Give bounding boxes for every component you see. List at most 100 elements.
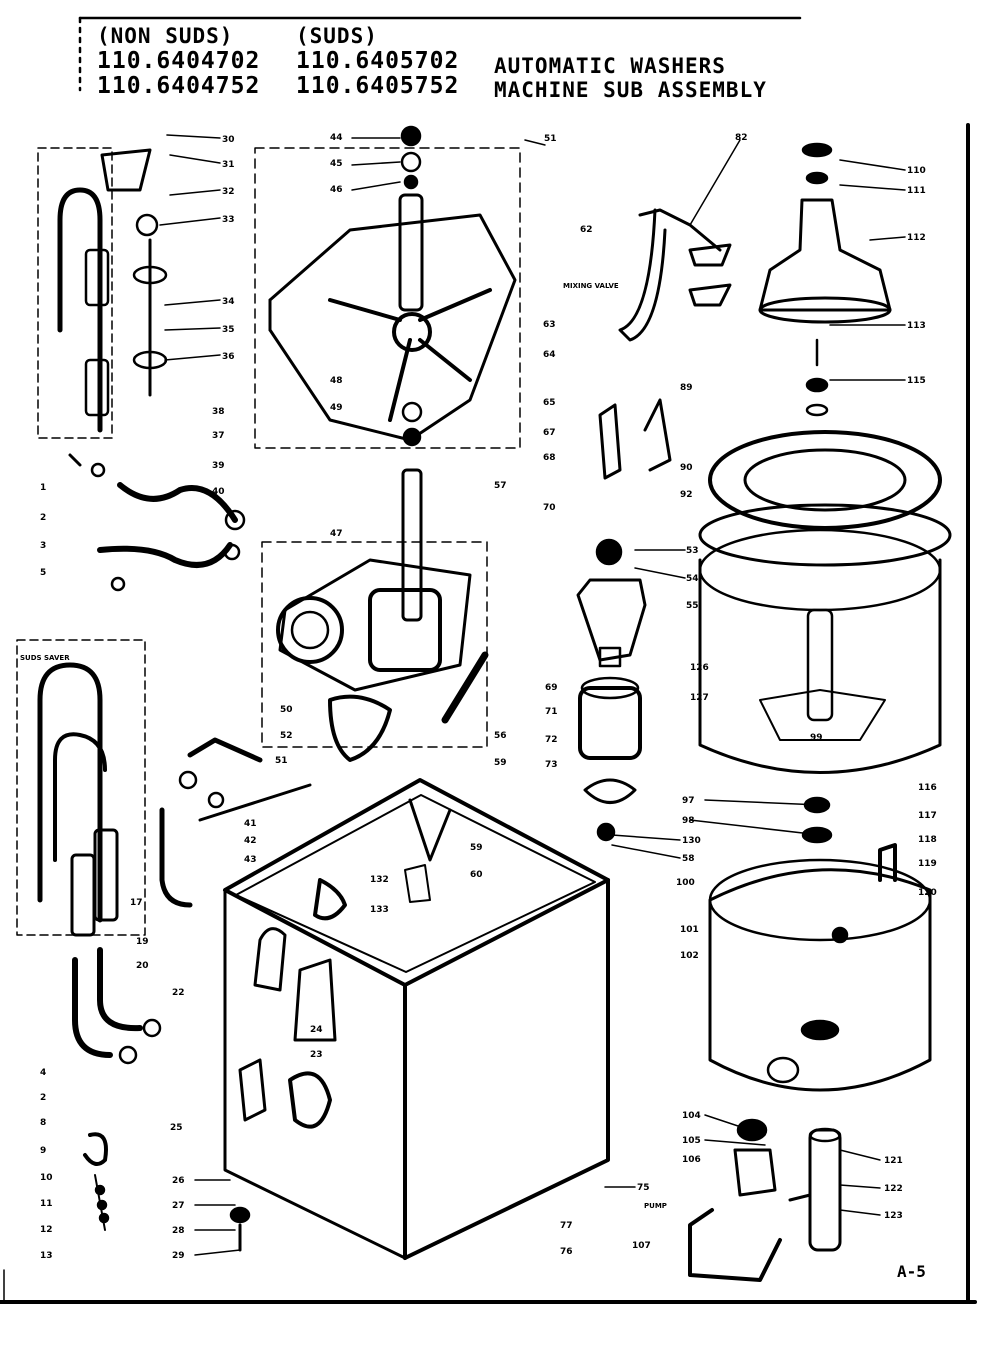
non-suds-hose-detail [37,147,168,439]
lower-left-parts [83,737,312,1231]
callout-35: 35 [222,325,235,335]
callout-36: 36 [222,352,235,362]
callout-25: 25 [170,1123,183,1133]
non-suds-heading: (NON SUDS) [97,24,234,48]
callout-97: 97 [682,796,695,806]
callout-90: 90 [680,463,693,473]
washer-cabinet [223,778,610,1260]
callout-54: 54 [686,574,699,584]
callout-65: 65 [543,398,556,408]
pump-assembly [688,1118,842,1282]
callout-60: 60 [470,870,483,880]
callout-62: 62 [580,225,593,235]
callout-22: 22 [172,988,185,998]
callout-98: 98 [682,816,695,826]
callout-53: 53 [686,546,699,556]
callout-2b: 2 [40,513,46,523]
callout-100: 100 [676,878,695,888]
callout-73: 73 [545,760,558,770]
callout-19: 19 [136,937,149,947]
callout-2: 2 [40,1093,46,1103]
callout-50: 50 [280,705,293,715]
callout-38: 38 [212,407,225,417]
callout-52: 52 [280,731,293,741]
callout-115: 115 [907,376,926,386]
callout-24: 24 [310,1025,323,1035]
callout-59b: 59 [470,843,483,853]
callout-48: 48 [330,376,343,386]
callout-1: 1 [40,483,46,493]
callout-47: 47 [330,529,343,539]
suds-heading: (SUDS) [296,24,378,48]
callout-69: 69 [545,683,558,693]
callout-8: 8 [40,1118,46,1128]
transmission-assembly [261,468,489,762]
callout-75: 75 [637,1183,650,1193]
page-number: A-5 [897,1262,926,1281]
callout-17: 17 [130,898,143,908]
callout-26: 26 [172,1176,185,1186]
callout-30: 30 [222,135,235,145]
callout-92: 92 [680,490,693,500]
callout-57: 57 [494,481,507,491]
callout-46: 46 [330,185,343,195]
callout-132: 132 [370,875,389,885]
callout-106: 106 [682,1155,701,1165]
callout-10: 10 [40,1173,53,1183]
callout-107: 107 [632,1241,651,1251]
upper-hose-set [68,453,246,592]
callout-58: 58 [682,854,695,864]
callout-42: 42 [244,836,257,846]
callout-45: 45 [330,159,343,169]
suds-hose-detail [16,639,162,1065]
callout-33: 33 [222,215,235,225]
callout-112: 112 [907,233,926,243]
callout-126: 126 [690,663,709,673]
callout-51b: 51 [275,756,288,766]
callout-51: 51 [544,134,557,144]
callout-20: 20 [136,961,149,971]
callout-23: 23 [310,1050,323,1060]
callout-27: 27 [172,1201,185,1211]
callout-116: 116 [918,783,937,793]
callout-102: 102 [680,951,699,961]
leader-lines [159,134,906,1256]
callout-34: 34 [222,297,235,307]
diagram-title-line-2: MACHINE SUB ASSEMBLY [494,78,767,102]
basket-plate-assembly [254,125,521,449]
callout-49: 49 [330,403,343,413]
callout-122: 122 [884,1184,903,1194]
callout-117: 117 [918,811,937,821]
callout-121: 121 [884,1156,903,1166]
callout-56: 56 [494,731,507,741]
callout-89: 89 [680,383,693,393]
page-frame [0,16,977,1304]
callout-104: 104 [682,1111,701,1121]
callout-12: 12 [40,1225,53,1235]
callout-72: 72 [545,735,558,745]
callout-4: 4 [40,1068,46,1078]
callout-64: 64 [543,350,556,360]
non-suds-model-1: 110.6404702 [97,48,261,74]
callout-113: 113 [907,321,926,331]
suds-model-2: 110.6405752 [296,73,460,99]
callout-68: 68 [543,453,556,463]
callout-71: 71 [545,707,558,717]
callout-40: 40 [212,487,225,497]
drive-motor-assembly [576,208,732,842]
callout-44: 44 [330,133,343,143]
callout-82: 82 [735,133,748,143]
callout-31: 31 [222,160,235,170]
callout-28: 28 [172,1226,185,1236]
callout-3: 3 [40,541,46,551]
basket-and-tub-ring [698,430,952,774]
callout-123: 123 [884,1211,903,1221]
callout-70: 70 [543,503,556,513]
non-suds-model-2: 110.6404752 [97,73,261,99]
callout-133: 133 [370,905,389,915]
callout-130: 130 [682,836,701,846]
callout-9: 9 [40,1146,46,1156]
callout-101: 101 [680,925,699,935]
callout-127: 127 [690,693,709,703]
